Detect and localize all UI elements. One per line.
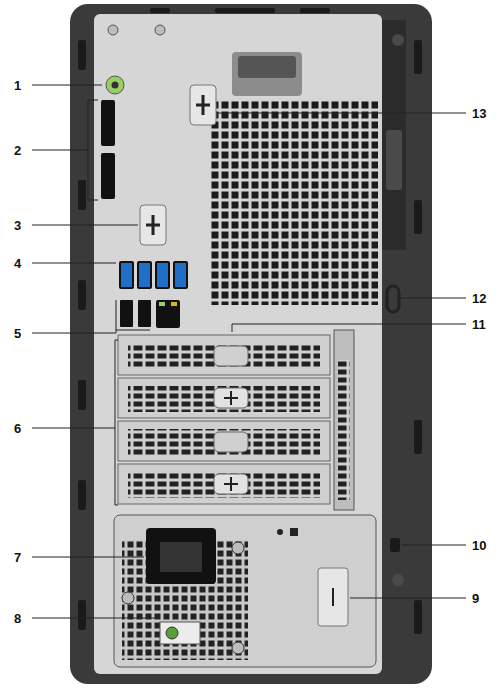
- power-supply: [114, 515, 376, 667]
- vent-grid: [210, 100, 378, 305]
- leader-lines: [32, 85, 466, 618]
- ethernet-port: [156, 300, 180, 328]
- psu-diagnostic-button: [160, 622, 200, 644]
- side-lever: [382, 20, 406, 250]
- security-slot: [390, 538, 400, 552]
- callout-number: 10: [472, 539, 486, 552]
- callout-number: 12: [472, 292, 486, 305]
- option-knockout: [318, 568, 348, 626]
- callout-number: 11: [472, 318, 486, 331]
- callout-number: 1: [14, 79, 21, 92]
- release-latch: [232, 52, 302, 96]
- callout-number: 8: [14, 612, 21, 625]
- callout-number: 6: [14, 422, 21, 435]
- displayport-port: [101, 153, 115, 199]
- callout-number: 7: [14, 551, 21, 564]
- callout-number: 3: [14, 219, 21, 232]
- callout-number: 4: [14, 257, 21, 270]
- padlock-ring: [387, 286, 399, 312]
- option-module: [190, 85, 216, 125]
- callout-number: 2: [14, 144, 21, 157]
- callout-number: 13: [472, 107, 486, 120]
- chassis: [70, 4, 432, 684]
- audio-jack: [106, 76, 124, 94]
- callout-number: 9: [472, 592, 479, 605]
- callout-number: 5: [14, 327, 21, 340]
- usb3-ports: [120, 262, 187, 288]
- option-module: [140, 205, 166, 245]
- usb2-ports: [120, 300, 151, 327]
- power-inlet: [146, 528, 216, 584]
- expansion-slots: [118, 330, 354, 510]
- hdmi-port: [101, 100, 115, 146]
